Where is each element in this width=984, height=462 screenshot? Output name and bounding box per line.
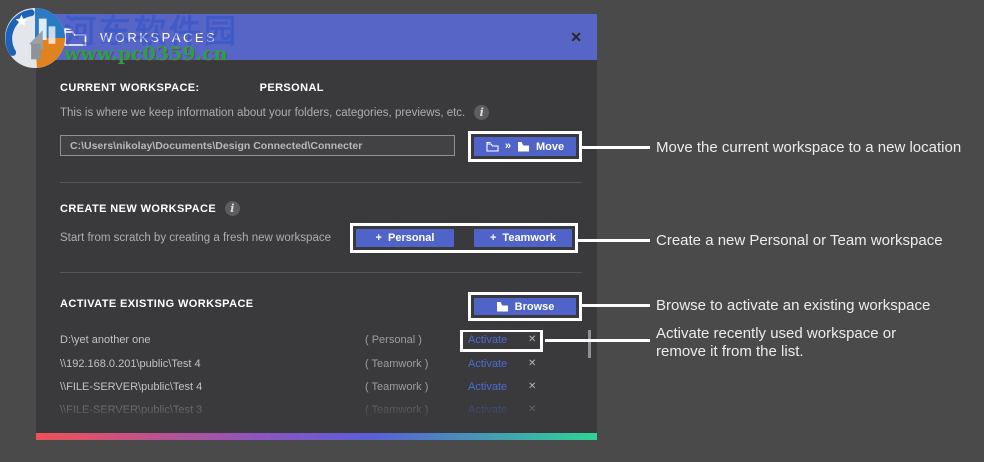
info-icon[interactable]: i (225, 201, 241, 216)
activate-link[interactable]: Activate (468, 334, 508, 346)
section-divider (60, 182, 582, 183)
workspace-path: D:\yet another one (60, 334, 151, 346)
close-icon[interactable]: ✕ (570, 29, 582, 45)
annotation-activate: Activate recently used workspace or remo… (656, 325, 896, 360)
new-personal-button[interactable]: + Personal (356, 229, 454, 247)
workspace-list: D:\yet another one ( Personal ) Activate… (60, 330, 582, 418)
workspace-type: ( Teamwork ) (365, 358, 429, 370)
current-workspace-heading: CURRENT WORKSPACE: PERSONAL (60, 82, 324, 94)
workspaces-dialog: WORKSPACES ✕ CURRENT WORKSPACE: PERSONAL… (36, 14, 597, 440)
remove-icon[interactable]: ✕ (528, 334, 537, 345)
remove-icon[interactable]: ✕ (528, 404, 537, 415)
folder-filled-icon (518, 142, 529, 152)
workspace-type: ( Personal ) (365, 334, 422, 346)
activate-link[interactable]: Activate (468, 358, 508, 370)
annotation-activate-line2: remove it from the list. (656, 342, 804, 360)
new-teamwork-label: Teamwork (502, 232, 557, 244)
watermark-site-name: 河东软件园 (64, 12, 240, 50)
annotation-create: Create a new Personal or Team workspace (656, 232, 943, 249)
rainbow-accent-bar (36, 433, 597, 440)
browse-button-label: Browse (514, 300, 555, 313)
remove-icon[interactable]: ✕ (528, 381, 537, 392)
info-icon[interactable]: i (474, 105, 490, 120)
current-workspace-value: PERSONAL (259, 82, 324, 94)
new-teamwork-button[interactable]: + Teamwork (474, 229, 572, 247)
annotation-line (582, 146, 650, 149)
create-highlight-box: + Personal + Teamwork (350, 223, 578, 253)
move-button-label: Move (536, 140, 565, 153)
remove-icon[interactable]: ✕ (528, 358, 537, 369)
dialog-title: WORKSPACES (100, 29, 218, 45)
watermark-site-url: www.pc0359.cn (64, 43, 228, 65)
dialog-titlebar: WORKSPACES ✕ (36, 14, 597, 60)
workspace-path: \\FILE-SERVER\public\Test 3 (60, 404, 203, 416)
plus-icon: + (375, 232, 382, 244)
annotation-activate-line1: Activate recently used workspace or (656, 325, 897, 342)
annotation-move: Move the current workspace to a new loca… (656, 139, 962, 156)
create-new-workspace-label: CREATE NEW WORKSPACE (60, 202, 217, 215)
current-workspace-label: CURRENT WORKSPACE: (60, 82, 200, 94)
workspace-path: \\FILE-SERVER\public\Test 4 (60, 381, 203, 393)
current-workspace-description: This is where we keep information about … (60, 106, 466, 119)
workspaces-folder-icon (63, 27, 87, 47)
workspace-path-input[interactable] (60, 135, 455, 156)
workspace-row: D:\yet another one ( Personal ) Activate… (60, 330, 582, 352)
browse-highlight-box: Browse (468, 292, 582, 321)
create-new-description: Start from scratch by creating a fresh n… (60, 232, 331, 244)
activate-link[interactable]: Activate (468, 404, 508, 416)
browse-button[interactable]: Browse (474, 298, 576, 315)
workspace-type: ( Teamwork ) (365, 404, 429, 416)
activate-highlight-box (460, 330, 543, 352)
new-personal-label: Personal (387, 232, 435, 244)
workspace-row: \\FILE-SERVER\public\Test 3 ( Teamwork )… (60, 404, 582, 418)
activate-existing-label: ACTIVATE EXISTING WORKSPACE (60, 298, 254, 310)
workspace-path: \\192.168.0.201\public\Test 4 (60, 358, 201, 370)
scrollbar-thumb[interactable] (588, 330, 591, 358)
folder-filled-icon (496, 302, 508, 312)
workspace-row: \\192.168.0.201\public\Test 4 ( Teamwork… (60, 358, 582, 373)
move-highlight-box: » Move (468, 131, 582, 162)
watermark-site-logo-icon (4, 7, 66, 69)
chevrons-icon: » (504, 140, 511, 152)
activate-link[interactable]: Activate (468, 381, 508, 393)
annotation-line (545, 339, 650, 342)
plus-icon: + (489, 232, 497, 244)
section-divider (60, 272, 582, 273)
workspace-row: \\FILE-SERVER\public\Test 4 ( Teamwork )… (60, 381, 582, 396)
annotation-line (578, 239, 650, 242)
annotation-browse: Browse to activate an existing workspace (656, 297, 931, 314)
move-button[interactable]: » Move (474, 137, 576, 156)
workspace-type: ( Teamwork ) (365, 381, 429, 393)
folder-outline-icon (486, 141, 499, 152)
annotation-line (582, 304, 650, 307)
